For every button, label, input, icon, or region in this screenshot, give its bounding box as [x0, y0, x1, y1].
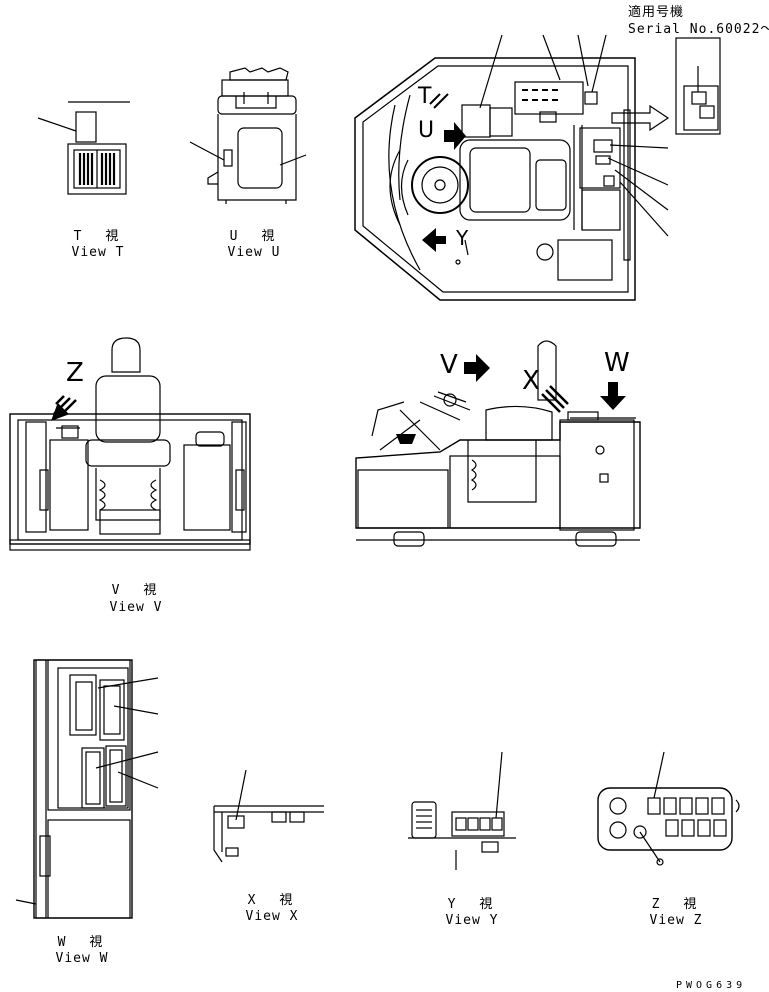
view-u-caption-jp: U 視	[229, 229, 283, 244]
serial-number: Serial No.60022～	[628, 22, 769, 37]
view-v-caption-en: View V	[109, 600, 163, 615]
view-w-caption-en: View W	[55, 951, 109, 966]
plan-view-drawing	[354, 34, 669, 301]
arrow-letter-y: Y	[456, 226, 469, 250]
view-z-drawing	[597, 751, 740, 866]
arrow-letter-x: X	[522, 366, 540, 396]
view-v-caption-jp: V 視	[111, 583, 165, 598]
view-u-drawing	[189, 67, 307, 204]
view-w-drawing	[15, 659, 159, 919]
view-x-drawing	[213, 769, 324, 863]
view-x-caption-en: View X	[245, 909, 299, 924]
serial-inset-box	[675, 37, 721, 135]
view-v-drawing	[9, 337, 251, 551]
view-y-caption-jp: Y 視	[447, 897, 501, 912]
arrow-letter-u: U	[418, 118, 435, 143]
view-t-drawing	[37, 101, 130, 195]
drawing-code: PWOG639	[676, 980, 747, 991]
arrow-letter-z: Z	[66, 358, 84, 388]
applicable-serial-jp: 適用号機	[628, 5, 685, 20]
arrow-letter-v: V	[440, 350, 458, 380]
view-t-label-plate	[75, 111, 97, 143]
view-z-caption-en: View Z	[649, 913, 703, 928]
view-u-caption-en: View U	[227, 245, 281, 260]
side-view-drawing	[355, 340, 641, 547]
arrow-letter-t: T	[418, 84, 432, 109]
view-x-caption-jp: X 視	[247, 893, 301, 908]
view-t-caption-en: View T	[71, 245, 125, 260]
view-z-caption-jp: Z 視	[651, 897, 705, 912]
view-y-caption-en: View Y	[445, 913, 499, 928]
arrow-letter-w: W	[604, 348, 630, 378]
view-y-drawing	[408, 751, 516, 870]
view-t-caption-jp: T 視	[73, 229, 127, 244]
view-w-caption-jp: W 視	[57, 935, 111, 950]
